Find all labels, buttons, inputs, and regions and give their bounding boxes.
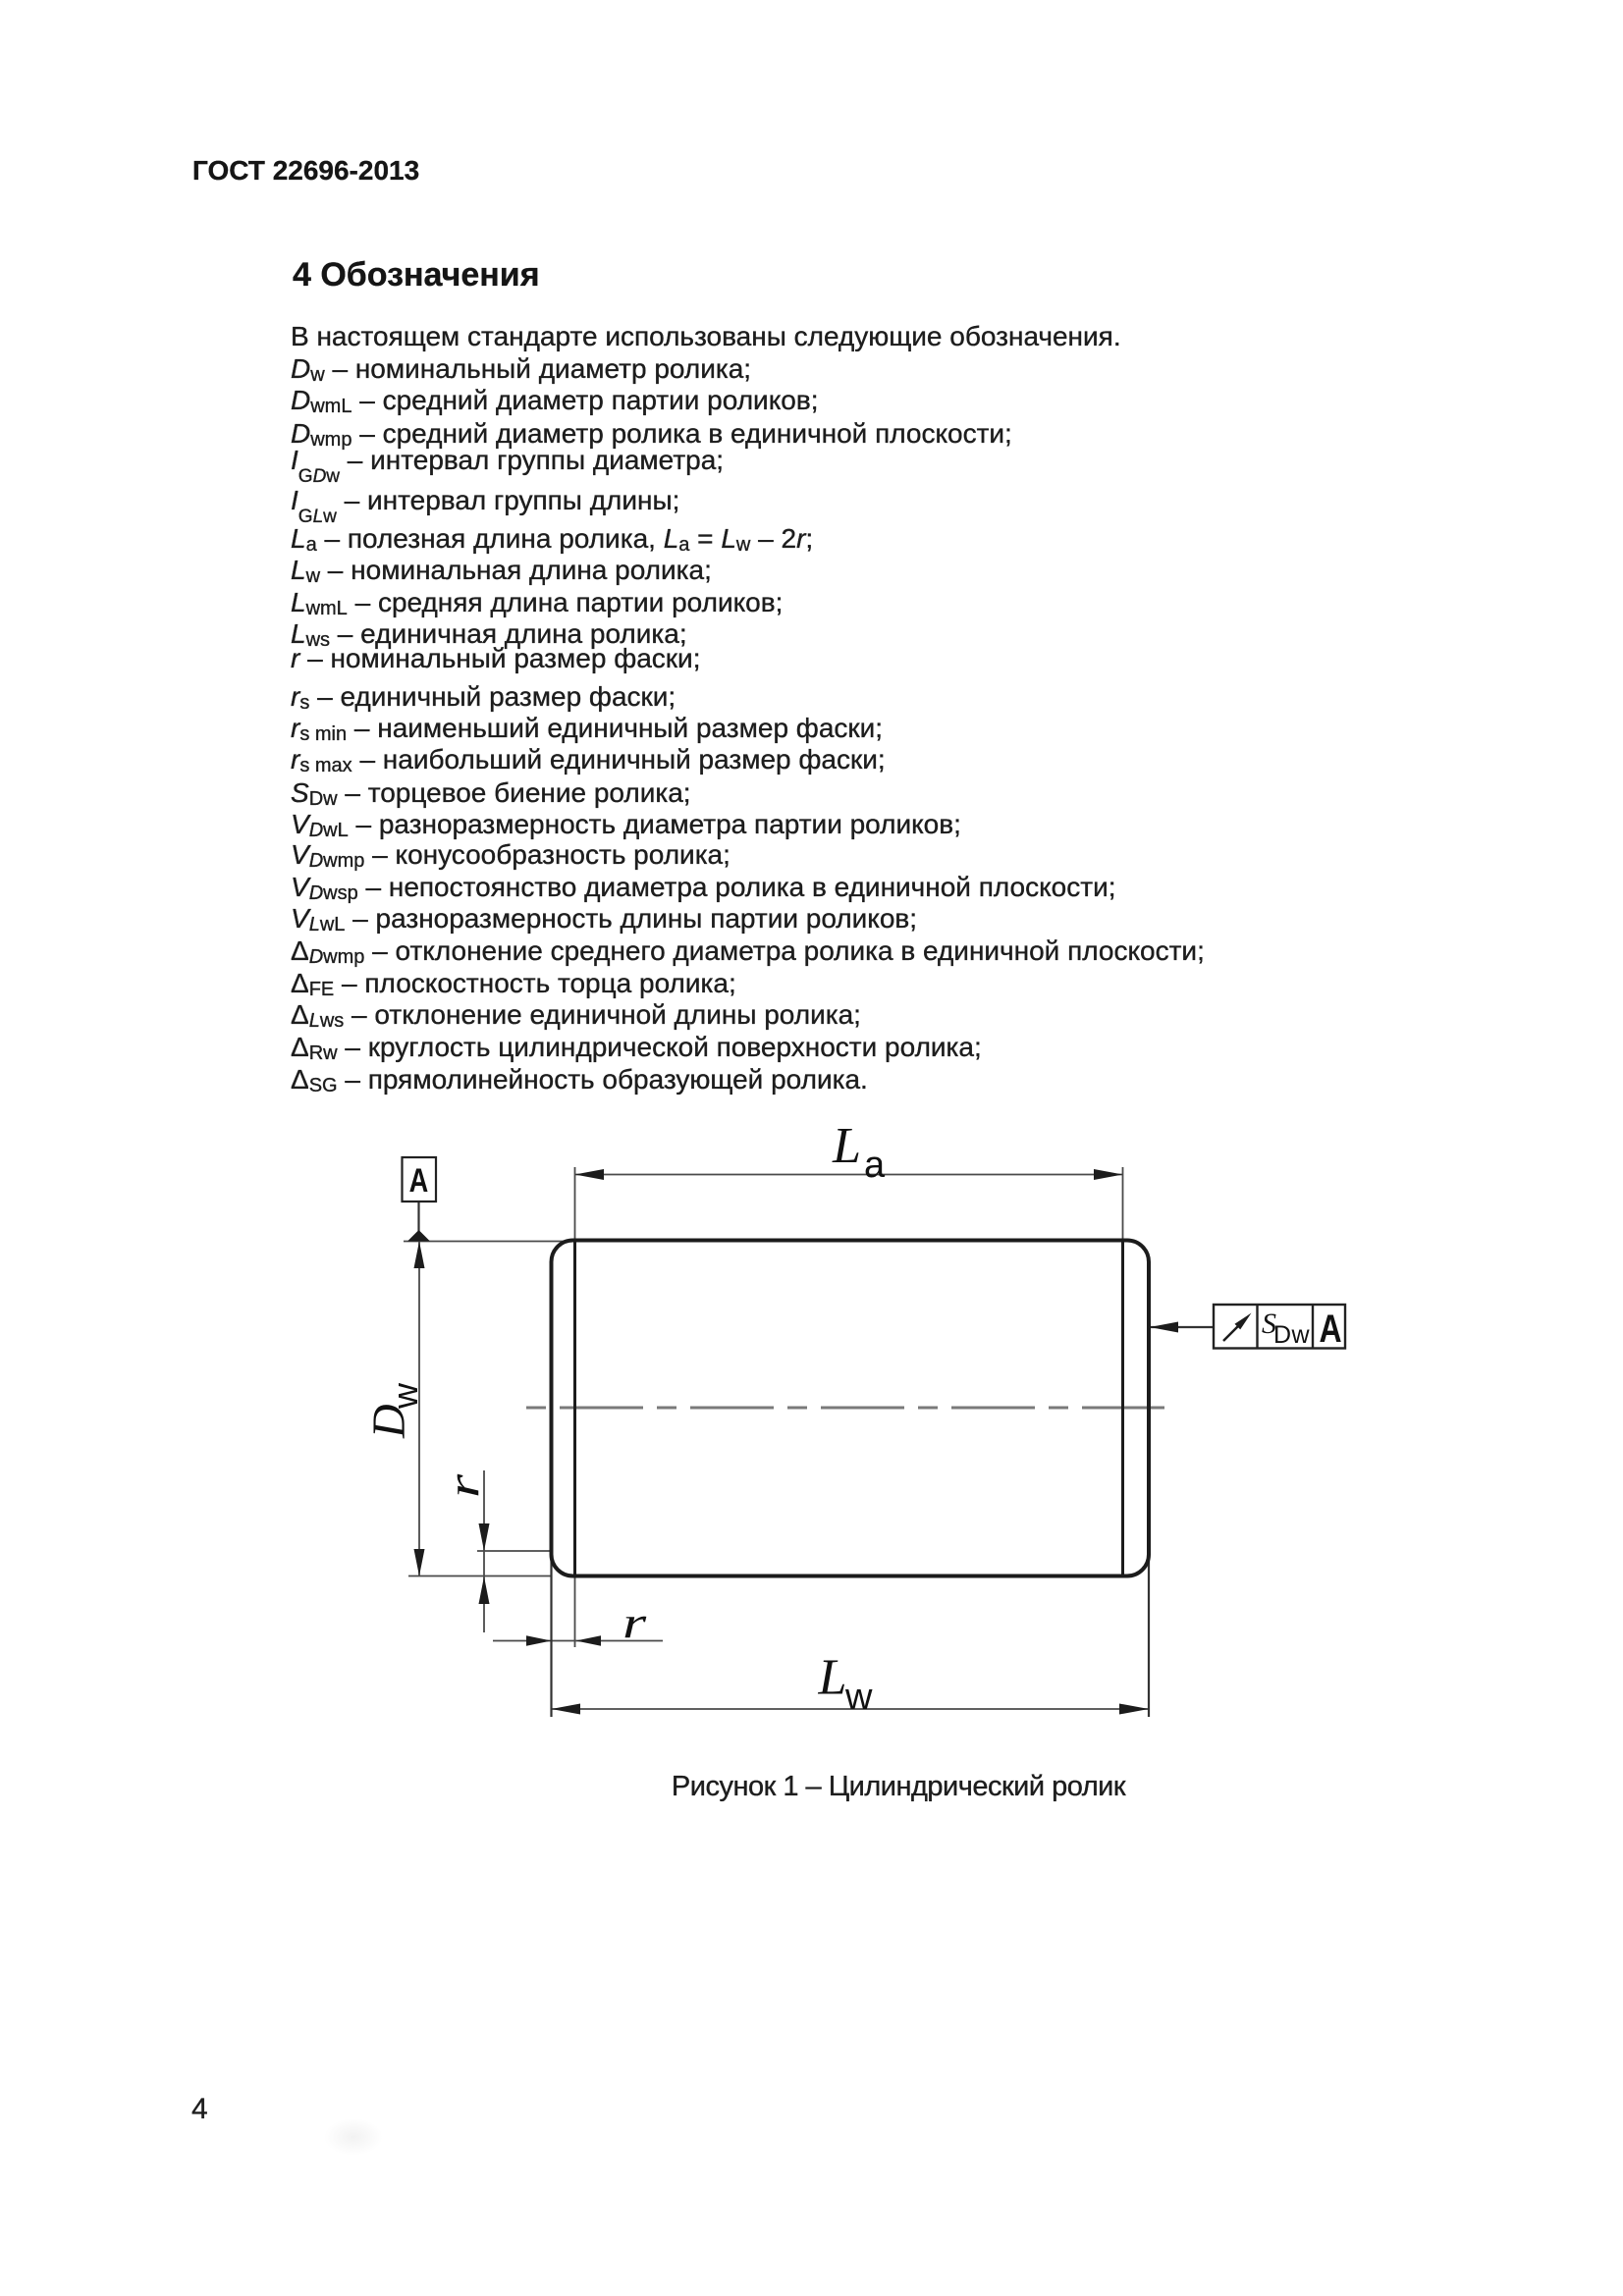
svg-text:S: S <box>1262 1308 1276 1340</box>
svg-text:L: L <box>818 1650 847 1706</box>
svg-text:w: w <box>385 1382 425 1410</box>
svg-text:r: r <box>438 1473 488 1498</box>
svg-text:A: A <box>409 1161 429 1200</box>
svg-text:A: A <box>1319 1307 1341 1351</box>
svg-text:D: D <box>373 1404 415 1439</box>
svg-text:w: w <box>844 1677 873 1718</box>
svg-text:Dw: Dw <box>1273 1321 1311 1349</box>
svg-text:r: r <box>622 1597 647 1647</box>
svg-text:L: L <box>832 1118 861 1174</box>
svg-text:a: a <box>864 1145 886 1186</box>
